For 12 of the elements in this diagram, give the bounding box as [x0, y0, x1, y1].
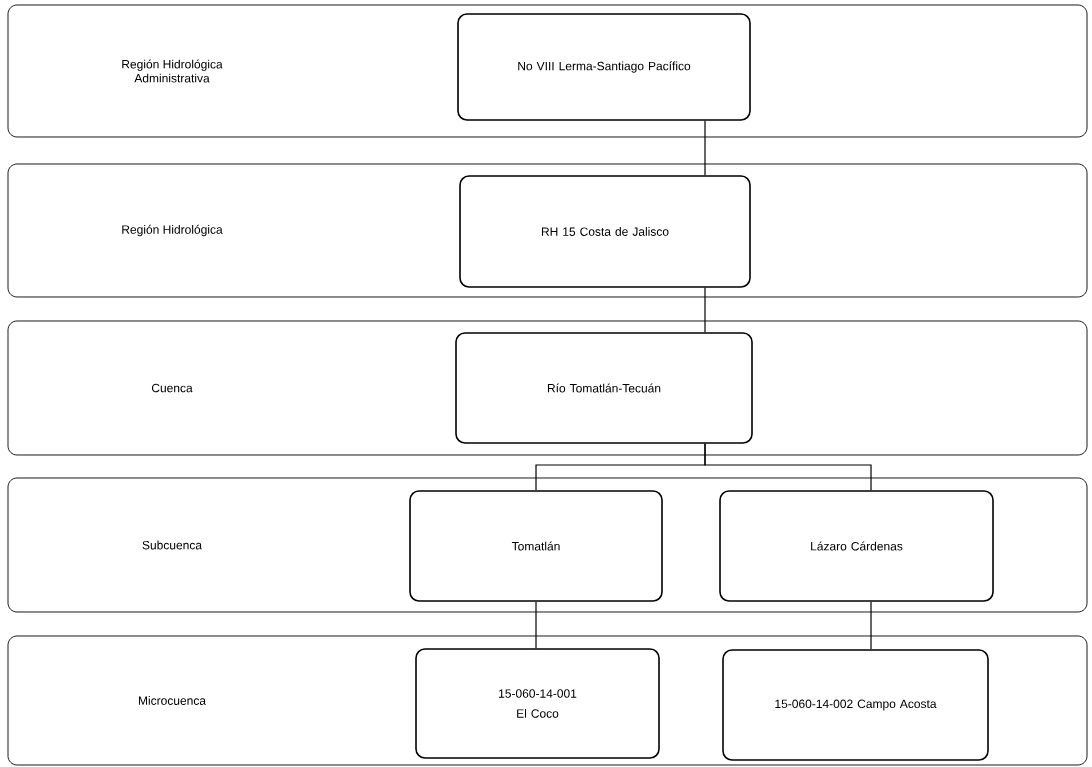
connector-line [535, 601, 537, 649]
connector-line [704, 287, 706, 333]
category-box: Río Tomatlán-Tecuán [455, 332, 753, 444]
category-box: 15-060-14-002 Campo Acosta [722, 649, 989, 761]
category-box: Lázaro Cárdenas [719, 490, 994, 602]
connector-line [704, 120, 706, 176]
connector-line [870, 601, 872, 650]
category-box: Tomatlán [409, 490, 663, 602]
connector-line [704, 443, 872, 491]
category-box: RH 15 Costa de Jalisco [459, 175, 751, 288]
category-box: 15-060-14-001 El Coco [415, 648, 660, 759]
category-box: No VIII Lerma-Santiago Pacífico [457, 13, 751, 121]
